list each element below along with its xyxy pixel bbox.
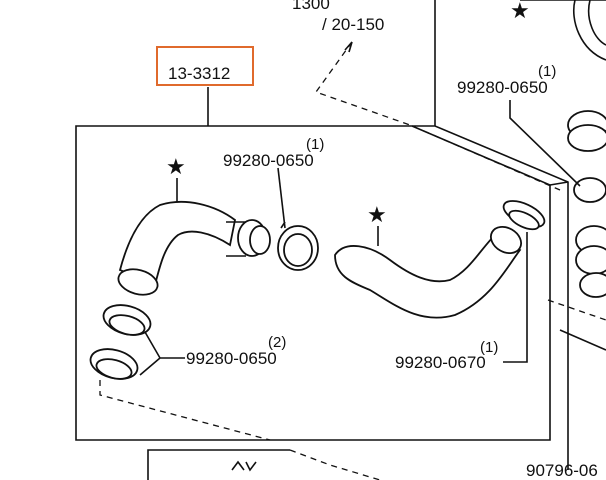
clamp-top-qty: (1) xyxy=(306,136,324,153)
clamp-side-qty: (1) xyxy=(538,63,556,80)
clamp-right-qty: (1) xyxy=(480,339,498,356)
highlight-box xyxy=(156,46,254,86)
arrow-head-top xyxy=(344,41,353,53)
star-icon: ★ xyxy=(510,0,530,23)
clamp-side[interactable] xyxy=(500,196,548,233)
clamp-right-part-number: 99280-0670 xyxy=(395,353,486,372)
bottom-right-part-number: 90796-06 xyxy=(526,461,598,480)
lower-part-fragment xyxy=(231,460,257,472)
main-part-callout[interactable]: 13-3312 xyxy=(156,46,254,86)
assembly-frame xyxy=(75,0,569,470)
dashed-leader-top xyxy=(314,41,561,191)
main-part-number: 13-3312 xyxy=(168,64,230,83)
star-icon: ★ xyxy=(166,154,186,179)
dashed-leader-lower xyxy=(289,449,381,480)
clamp-side-part-number: 99280-0650 xyxy=(457,78,548,97)
clamp-top[interactable] xyxy=(277,221,319,271)
leader-clamp-side xyxy=(509,100,581,187)
leader-clamp-top xyxy=(277,167,286,229)
top-fragment-ref: / 20-150 xyxy=(322,15,384,34)
leader-clamp-right xyxy=(503,232,528,363)
background-assembly xyxy=(520,0,606,351)
clamp-left-qty: (2) xyxy=(268,334,286,351)
clamp-left-part-number: 99280-0650 xyxy=(186,349,277,368)
top-fragment-number: 1300 xyxy=(292,0,330,13)
clamp-left[interactable] xyxy=(87,300,154,383)
clamp-top-part-number: 99280-0650 xyxy=(223,151,314,170)
top-fragment: 1300 / 20-150 xyxy=(292,0,384,34)
left-hose[interactable] xyxy=(116,200,271,299)
right-hose[interactable] xyxy=(334,222,526,319)
leader-clamp-left xyxy=(139,331,185,376)
lower-frame xyxy=(147,449,290,480)
dashed-leader-bottom xyxy=(99,380,271,441)
star-icon: ★ xyxy=(367,202,387,227)
